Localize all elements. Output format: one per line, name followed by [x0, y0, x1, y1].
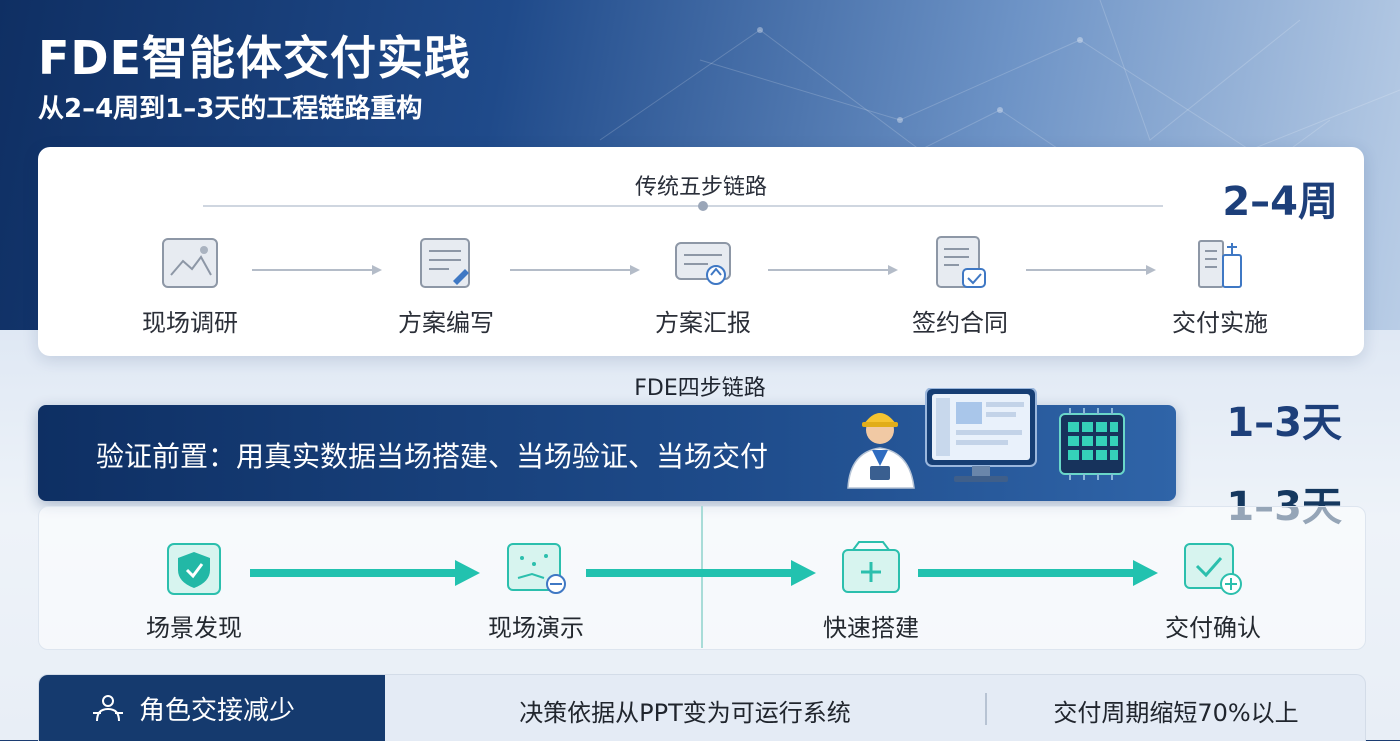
fde-chain-title: FDE四步链路: [634, 376, 766, 401]
building-icon: [1198, 240, 1242, 288]
traditional-step-5: 交付实施: [1120, 235, 1320, 338]
fde-step-3: 快速搭建: [771, 540, 971, 643]
demo-screen-icon: [507, 543, 566, 594]
contract-icon: [936, 236, 986, 288]
engineer-icon: [847, 413, 915, 489]
traditional-chain-title: 传统五步链路: [634, 175, 767, 200]
fde-step-1: 场景发现: [94, 540, 294, 643]
fde-step-label: 交付确认: [1165, 614, 1261, 642]
fde-step-2: 现场演示: [436, 540, 636, 643]
fde-step-label: 快速搭建: [823, 614, 919, 642]
fde-arrow-3: [918, 560, 1158, 586]
fde-step-label: 现场演示: [488, 614, 584, 642]
page-subtitle: 从2–4周到1–3天的工程链路重构: [38, 94, 423, 124]
traditional-duration: 2–4周: [1222, 179, 1338, 225]
summary-left-text: 角色交接减少: [139, 695, 296, 726]
summary-bar-highlight: 角色交接减少: [39, 675, 385, 741]
page-title: FDE智能体交付实践: [38, 31, 472, 85]
image-icon: [162, 238, 218, 288]
traditional-arrow-2: [510, 265, 640, 275]
traditional-arrow-1: [252, 265, 382, 275]
fde-step-label: 场景发现: [146, 614, 242, 642]
document-edit-icon: [420, 238, 470, 288]
traditional-step-label: 方案汇报: [655, 309, 751, 337]
traditional-step-3: 方案汇报: [603, 235, 803, 338]
check-confirm-icon: [1184, 543, 1242, 595]
shield-scan-icon: [167, 543, 221, 595]
traditional-timeline-dot: [698, 201, 708, 211]
chip-icon: [1059, 408, 1125, 480]
fde-step-4: 交付确认: [1113, 540, 1313, 643]
build-box-icon: [842, 541, 900, 593]
traditional-step-2: 方案编写: [346, 235, 546, 338]
traditional-step-1: 现场调研: [90, 235, 290, 338]
traditional-chain-card: 传统五步链路 2–4周 现场调研 方案编写: [38, 147, 1364, 356]
handoff-people-icon: [93, 695, 123, 722]
fde-duration-primary: 1–3天: [1226, 400, 1342, 446]
summary-right-text: 交付周期缩短70%以上: [1053, 699, 1299, 727]
summary-middle-text: 决策依据从PPT变为可运行系统: [519, 699, 851, 727]
engineer-workstation-illustration: [847, 388, 1125, 489]
traditional-step-label: 交付实施: [1172, 309, 1268, 337]
validation-banner-text: 验证前置：用真实数据当场搭建、当场验证、当场交付: [96, 440, 769, 473]
fde-arrow-2: [586, 560, 816, 586]
summary-bar: 角色交接减少 决策依据从PPT变为可运行系统 交付周期缩短70%以上: [38, 674, 1366, 741]
traditional-step-label: 方案编写: [398, 309, 494, 337]
traditional-step-label: 现场调研: [142, 309, 238, 337]
traditional-step-4: 签约合同: [860, 235, 1060, 338]
traditional-step-label: 签约合同: [912, 309, 1008, 337]
monitor-icon: [925, 388, 1037, 482]
presentation-icon: [675, 242, 731, 285]
traditional-timeline-line: [203, 205, 1163, 207]
traditional-arrow-3: [768, 265, 898, 275]
traditional-arrow-4: [1026, 265, 1156, 275]
fde-arrow-1: [250, 560, 480, 586]
summary-divider: [985, 693, 987, 725]
